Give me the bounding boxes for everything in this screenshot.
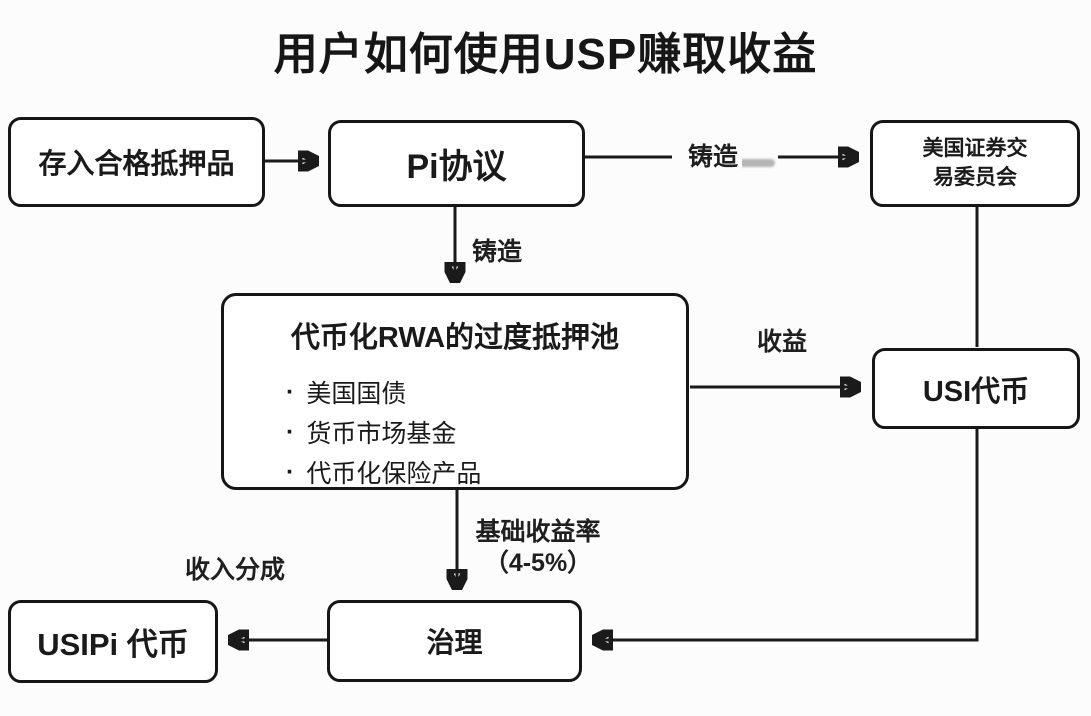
node-sec-label-line1: 美国证券交 (922, 137, 1028, 161)
rwa-pool-list: · 美国国债 · 货币市场基金 · 代币化保险产品 (224, 372, 686, 492)
edge-label-base-yield-line2: （4-5%） (483, 548, 593, 577)
node-pi-protocol-label: Pi协议 (406, 148, 507, 186)
node-usipi-token: USIPi 代币 (8, 600, 218, 683)
node-governance-label: 治理 (426, 627, 483, 658)
node-usipi-token-label: USIPi 代币 (37, 627, 189, 662)
list-item: · 代币化保险产品 (286, 452, 686, 492)
node-deposit-collateral: 存入合格抵押品 (8, 117, 265, 207)
list-item-label: 货币市场基金 (306, 420, 457, 448)
bullet-icon: · (286, 457, 295, 486)
bullet-icon: · (286, 417, 295, 446)
node-pi-protocol: Pi协议 (328, 120, 585, 207)
node-usi-token-label: USI代币 (922, 375, 1030, 408)
bullet-icon: · (286, 377, 295, 406)
edge-label-mint-right: 铸造 (684, 137, 743, 173)
list-item-label: 美国国债 (306, 380, 407, 408)
edge-label-base-yield-line1: 基础收益率 (475, 518, 601, 546)
node-sec: 美国证券交 易委员会 (870, 120, 1080, 207)
node-usi-token: USI代币 (872, 348, 1080, 429)
node-rwa-pool: 代币化RWA的过度抵押池 · 美国国债 · 货币市场基金 · 代币化保险产品 (221, 293, 689, 490)
list-item: · 美国国债 (286, 372, 686, 412)
node-deposit-collateral-label: 存入合格抵押品 (38, 148, 235, 179)
edge-label-revenue-share: 收入分成 (185, 556, 286, 584)
page-title: 用户如何使用USP赚取收益 (273, 30, 818, 79)
node-sec-label-line2: 易委员会 (933, 165, 1017, 189)
highlight-smudge (733, 159, 775, 167)
list-item: · 货币市场基金 (286, 412, 686, 452)
node-governance: 治理 (327, 600, 582, 682)
node-rwa-pool-title: 代币化RWA的过度抵押池 (290, 322, 620, 354)
edge-label-mint-down: 铸造 (472, 238, 523, 266)
list-item-label: 代币化保险产品 (306, 460, 482, 488)
edge-label-yield: 收益 (757, 328, 808, 356)
edge-label-base-yield: 基础收益率 （4-5%） (458, 517, 618, 578)
